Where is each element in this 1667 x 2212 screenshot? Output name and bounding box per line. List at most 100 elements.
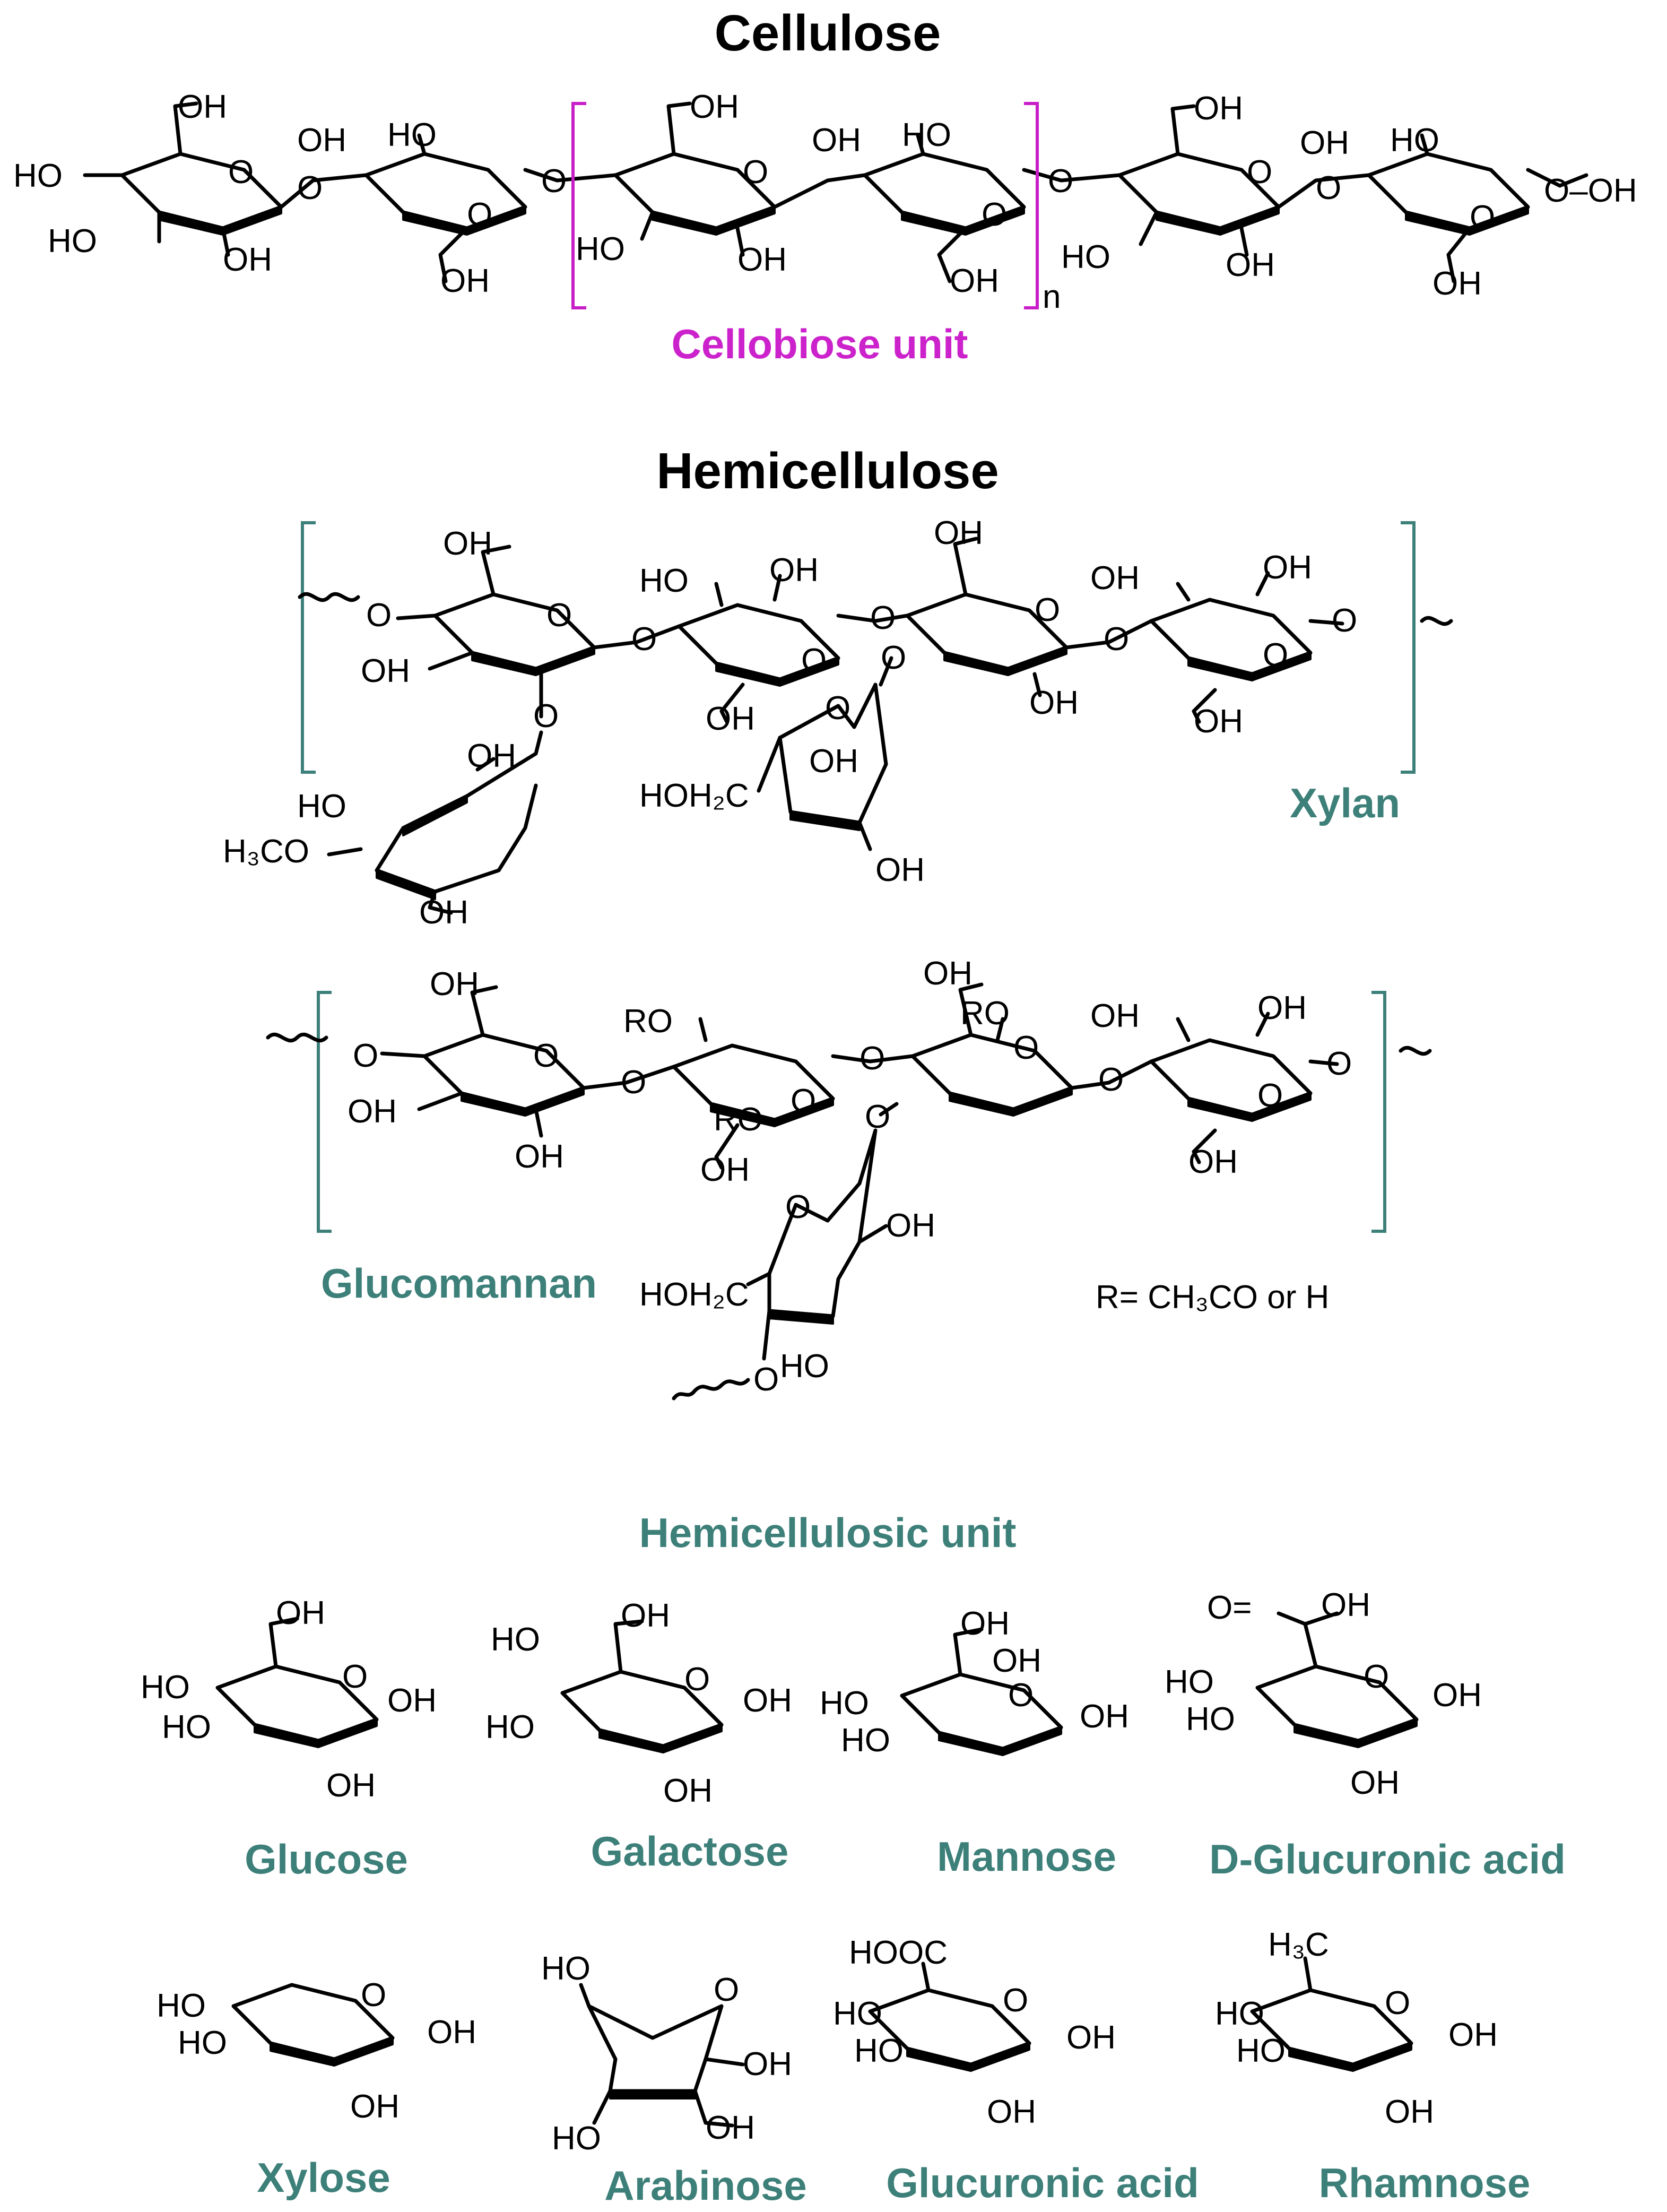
atom-label: OH bbox=[812, 122, 861, 159]
atom-label: O bbox=[1257, 1077, 1283, 1114]
atom-label: OH bbox=[769, 552, 819, 589]
atom-label: HOH₂C bbox=[639, 1276, 749, 1313]
atom-label: O bbox=[228, 154, 254, 191]
atom-label: OH bbox=[427, 2014, 476, 2051]
atom-label: HO bbox=[162, 1709, 211, 1746]
atom-label: OH bbox=[706, 2110, 755, 2146]
atom-label: HO bbox=[576, 231, 625, 267]
atom-label: HO bbox=[1236, 2033, 1286, 2069]
atom-label: O bbox=[1035, 592, 1060, 628]
atom-label: O bbox=[1104, 621, 1129, 658]
atom-label: O bbox=[982, 196, 1007, 233]
atom-label: O bbox=[881, 640, 906, 676]
atom-label: O bbox=[1048, 163, 1073, 200]
atom-label: OH bbox=[663, 1773, 713, 1809]
cellulose-atom-labels: OH HO HO O OH O OH HO O OH O OH O HO OH … bbox=[13, 89, 1637, 302]
atom-label: OH bbox=[1188, 1144, 1238, 1180]
atom-label: OH bbox=[743, 2046, 792, 2083]
monomer-name-arabinose: Arabinose bbox=[604, 2162, 806, 2209]
atom-label: OH bbox=[1263, 549, 1312, 586]
atom-label: H₃C bbox=[1268, 1926, 1329, 1963]
atom-label: OH bbox=[743, 1682, 792, 1719]
atom-label: HOH₂C bbox=[639, 777, 749, 814]
atom-label: OH bbox=[1090, 560, 1140, 597]
atom-label: O bbox=[859, 1040, 885, 1077]
atom-label: O bbox=[353, 1038, 378, 1074]
atom-label: OH bbox=[1194, 90, 1243, 127]
atom-label: HO bbox=[1390, 122, 1439, 159]
atom-label: O= bbox=[1207, 1589, 1252, 1626]
atom-label: O bbox=[785, 1189, 811, 1225]
atom-label: O bbox=[361, 1977, 386, 2014]
atom-label: HO bbox=[541, 1950, 591, 1987]
atom-label: O bbox=[801, 642, 827, 679]
atom-label: OH bbox=[809, 743, 858, 780]
atom-label: OH bbox=[690, 89, 739, 125]
atom-label: OH bbox=[440, 263, 490, 299]
atom-label: O bbox=[714, 1972, 739, 2008]
atom-label: O bbox=[1332, 602, 1357, 639]
xylan-structure bbox=[298, 521, 1453, 915]
atom-label: OH bbox=[886, 1207, 935, 1244]
atom-label: HO bbox=[48, 223, 97, 260]
atom-label: RO bbox=[623, 1003, 673, 1040]
atom-label: OH bbox=[950, 263, 999, 299]
atom-label: O bbox=[1385, 1985, 1410, 2021]
atom-label: O bbox=[631, 621, 657, 658]
monomer-structures-row-1 bbox=[218, 1611, 1417, 1755]
atom-label: OH bbox=[1080, 1698, 1129, 1735]
atom-label: O bbox=[1326, 1045, 1352, 1082]
atom-label: H₃CO bbox=[223, 833, 309, 870]
atom-label: HO bbox=[780, 1348, 829, 1385]
glucomannan-structure bbox=[266, 982, 1432, 1401]
atom-label: HO bbox=[13, 158, 63, 194]
xylan-label: Xylan bbox=[1290, 780, 1400, 826]
atom-label: HO bbox=[297, 788, 346, 825]
monomer-names-row-2: Xylose Arabinose Glucuronic acid Rhamnos… bbox=[257, 2154, 1530, 2209]
atom-label: O bbox=[541, 163, 567, 200]
monomer-names-row-1: Glucose Galactose Mannose D-Glucuronic a… bbox=[245, 1828, 1566, 1882]
atom-label: HO bbox=[902, 117, 951, 153]
atom-label: OH bbox=[419, 894, 468, 931]
atom-label: OH bbox=[1321, 1587, 1370, 1623]
atom-label: OH bbox=[1350, 1765, 1400, 1801]
hemicellulose-title: Hemicellulose bbox=[656, 443, 999, 499]
atom-label: OH bbox=[700, 1152, 750, 1188]
atom-label: OH bbox=[467, 738, 516, 774]
atom-label: OH bbox=[326, 1767, 376, 1804]
atom-label: OH bbox=[1029, 685, 1079, 721]
atom-label: HO bbox=[1061, 239, 1110, 275]
atom-label: HO bbox=[854, 2033, 904, 2069]
atom-label: OH bbox=[621, 1597, 670, 1634]
atom-label: O bbox=[1263, 637, 1288, 673]
atom-label: OH bbox=[1448, 2017, 1498, 2053]
atom-label: O bbox=[1470, 199, 1495, 236]
atom-label: HO bbox=[833, 1995, 882, 2032]
atom-label: O bbox=[533, 1038, 559, 1074]
atom-label: O bbox=[870, 600, 896, 636]
atom-label: O bbox=[684, 1661, 710, 1698]
atom-label: O bbox=[743, 154, 768, 191]
atom-label: OH bbox=[1432, 265, 1482, 302]
atom-label: OH bbox=[923, 955, 973, 992]
cellulose-title: Cellulose bbox=[715, 5, 941, 62]
atom-label: O bbox=[533, 698, 559, 735]
atom-label: O bbox=[366, 597, 392, 634]
atom-label: OH bbox=[297, 122, 346, 159]
monomer-atom-labels-row-2: HO HO O OH OH HO O OH HO OH HOOC HO HO O… bbox=[157, 1926, 1498, 2157]
atom-label: OH bbox=[992, 1643, 1041, 1679]
atom-label: HO bbox=[157, 1988, 206, 2024]
monomer-name-d-glucuronic-acid: D-Glucuronic acid bbox=[1209, 1836, 1566, 1882]
atom-label: HO bbox=[1215, 1995, 1264, 2032]
atom-label: OH bbox=[223, 241, 272, 278]
atom-label: HO bbox=[141, 1669, 190, 1706]
atom-label: OH bbox=[1090, 998, 1140, 1034]
atom-label: OH bbox=[443, 525, 492, 562]
atom-label: HO bbox=[552, 2120, 601, 2157]
glucomannan-atom-labels: O OH O OH OH O RO O RO OH O OH RO O O OH… bbox=[348, 955, 1352, 1398]
atom-label: OH bbox=[934, 515, 983, 551]
atom-label: O bbox=[1316, 170, 1341, 206]
atom-label: O bbox=[342, 1658, 368, 1695]
atom-label: O bbox=[1013, 1030, 1039, 1066]
